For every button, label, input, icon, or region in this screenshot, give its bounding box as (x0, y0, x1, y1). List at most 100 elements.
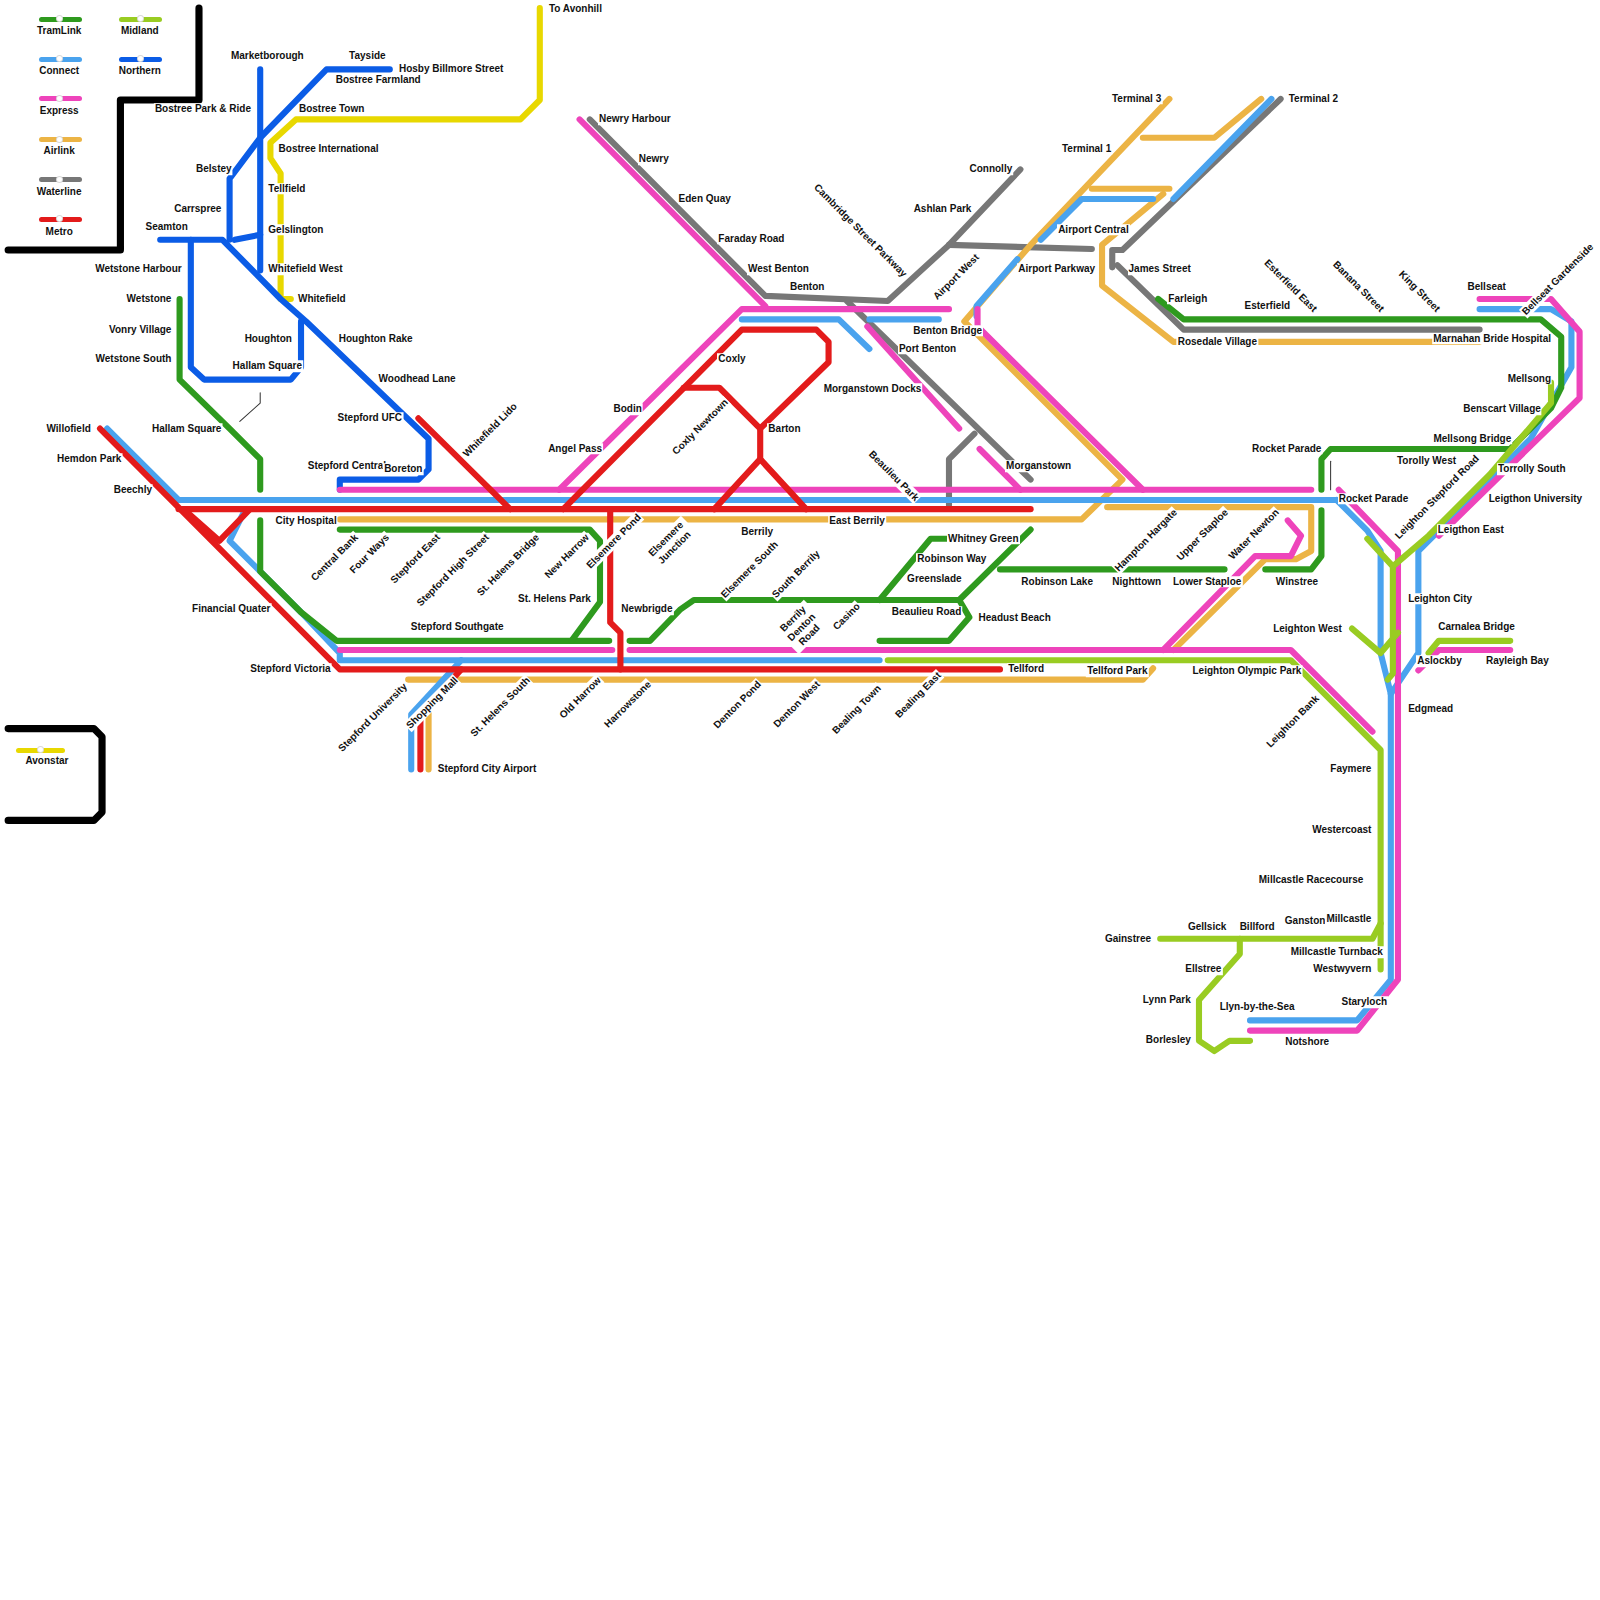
station-label: Barton (767, 423, 801, 435)
station-label: Newry (638, 153, 670, 165)
route (340, 530, 600, 641)
station-label: Elsemere Junction (642, 516, 696, 570)
station-label: Coxly (717, 353, 746, 365)
legend-label: Connect (38, 66, 80, 78)
station-label: Rosedale Village (1177, 336, 1258, 348)
station-label: Rayleigh Bay (1485, 655, 1550, 667)
station-label: Ellstree (1184, 964, 1222, 976)
route (1250, 490, 1398, 1031)
station-label: Terminal 1 (1061, 143, 1112, 155)
legend-dot (37, 746, 44, 753)
station-label: Stepford Southgate (410, 621, 505, 633)
route (978, 309, 1143, 490)
route (107, 429, 1337, 500)
station-label: Leigthon University (1488, 493, 1583, 505)
route (260, 520, 609, 640)
route (191, 240, 301, 380)
station-label: Casino (830, 600, 863, 633)
legend-dot (137, 55, 144, 62)
station-label: Bostree International (278, 143, 380, 155)
metro-line (100, 330, 1031, 770)
station-label: Beaulieu Road (891, 606, 962, 618)
station-label: Westercoast (1311, 824, 1372, 836)
station-label: Wetstone South (95, 353, 173, 365)
station-label: Stepford City Airport (437, 764, 538, 776)
station-label: Torolly West (1396, 455, 1457, 467)
station-label: Hemdon Park (56, 453, 122, 465)
station-label: Boreton (383, 464, 423, 476)
station-label: Wetstone (126, 293, 173, 305)
station-label: Millcastle (1325, 914, 1372, 926)
station-label: Vonry Village (108, 324, 172, 336)
station-label: Connolly (968, 164, 1013, 176)
station-label: Bostree Farmland (335, 74, 422, 86)
route (1429, 641, 1511, 653)
route (949, 245, 1092, 249)
connect-line (107, 99, 1571, 1020)
legend-label: Northern (118, 66, 162, 78)
route (580, 119, 766, 306)
station-label: St. Helens Park (517, 593, 592, 605)
station-label: Denton Pond (711, 678, 765, 732)
station-label: Bostree Town (298, 103, 365, 115)
station-label: Whitney Green (947, 533, 1020, 545)
legend-label: Express (39, 105, 80, 117)
station-label: To Avonhill (548, 3, 603, 15)
legend-label: Waterline (36, 186, 83, 198)
route (1250, 500, 1391, 1020)
leader-line (240, 393, 260, 422)
route (340, 99, 1170, 519)
legend-label: Airlink (43, 145, 76, 157)
station-label: New Harrow (541, 531, 591, 581)
route (869, 316, 938, 322)
route (230, 510, 880, 660)
station-label: Gainstree (1104, 933, 1152, 945)
legend-swatch (16, 748, 65, 753)
station-label: Whitefield (297, 293, 347, 305)
station-label: Llyn-by-the-Sea (1219, 1001, 1296, 1013)
station-label: Berrily (740, 526, 774, 538)
station-label: Bellseat (1467, 281, 1507, 293)
station-label: Notshore (1284, 1036, 1330, 1048)
station-label: St. Helens South (467, 673, 533, 739)
route (1173, 99, 1271, 199)
legend-swatch (39, 217, 82, 222)
station-label: James Street (1128, 264, 1192, 276)
route (230, 69, 390, 239)
station-label: Beaulieu Park (866, 448, 922, 504)
station-label: Houghton (244, 333, 293, 345)
legend-dot (56, 176, 63, 183)
station-label: Greenslade (906, 573, 962, 585)
station-label: Seamton (145, 221, 189, 233)
station-label: Stepford Victoria (249, 664, 331, 676)
station-label: Billford (1239, 921, 1276, 933)
legend-dot (137, 15, 144, 22)
station-label: Airport Central (1057, 224, 1130, 236)
station-label: Leighton City (1407, 593, 1473, 605)
route (1092, 186, 1170, 192)
station-label: Eden Quay (678, 193, 732, 205)
legend-label: TramLink (36, 25, 82, 37)
legend-swatch (119, 57, 162, 62)
route (418, 418, 510, 509)
station-label: Morganstown (1005, 461, 1072, 473)
route (1112, 99, 1280, 267)
station-label: City Hospital (275, 516, 338, 528)
station-label: Mellsong Bridge (1432, 433, 1512, 445)
legend-label: Metro (45, 226, 74, 238)
station-label: Leigthon East (1437, 524, 1505, 536)
station-label: Winstree (1275, 576, 1319, 588)
station-label: Berrily Denton Road (774, 600, 828, 654)
legend-swatch (39, 137, 82, 142)
station-label: Belstey (195, 164, 233, 176)
legend-dot (56, 15, 63, 22)
legend-frame (8, 8, 199, 820)
station-label: Millcastle Racecourse (1258, 874, 1365, 886)
station-label: Port Benton (898, 343, 957, 355)
station-label: Faraday Road (717, 233, 785, 245)
legend-swatch (39, 177, 82, 182)
route (1143, 99, 1261, 138)
station-label: Upper Staploe (1173, 506, 1230, 563)
